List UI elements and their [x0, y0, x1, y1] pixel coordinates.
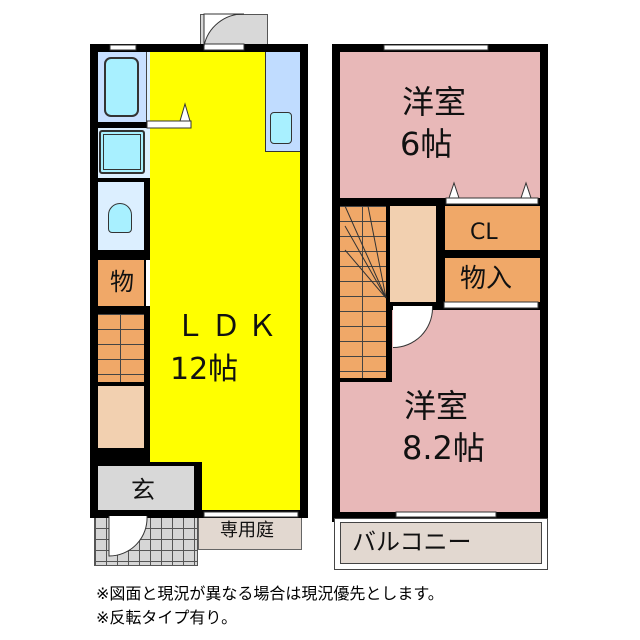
closet[interactable] [445, 206, 540, 250]
ldk-lower [202, 460, 300, 510]
staircase [98, 314, 144, 382]
balcony-label: バルコニー [352, 528, 472, 556]
entrance-label: 玄 [131, 476, 155, 504]
staircase-upper [340, 206, 386, 378]
storage-closet-label: 物入 [460, 264, 513, 294]
toilet-icon [108, 203, 132, 233]
closet-label: CL [470, 220, 498, 245]
door-swing-icon [203, 13, 245, 47]
bedroom-8-main [340, 382, 540, 512]
washing-machine-icon [99, 130, 145, 174]
bedroom-6[interactable] [340, 52, 540, 198]
note-1: ※図面と現況が異なる場合は現況優先とします。 [96, 584, 444, 603]
bedroom-6-size: 6帖 [400, 125, 453, 163]
upper-hall [390, 206, 436, 302]
garden-label: 専用庭 [220, 520, 274, 541]
entry-door-swing-icon [108, 515, 148, 557]
bedroom-8-label: 洋室 [404, 387, 469, 425]
door-stopper-icon [179, 102, 191, 122]
bedroom-6-label: 洋室 [402, 83, 467, 121]
balcony [340, 522, 542, 564]
storage-closet[interactable] [445, 258, 540, 302]
note-2: ※反転タイプ有り。 [96, 608, 238, 627]
ldk-label: ＬＤＫ [175, 309, 283, 344]
storage-label: 物 [110, 268, 134, 296]
hallway [98, 386, 144, 448]
storage-room [98, 260, 144, 306]
kitchen-sink-icon [270, 112, 292, 144]
bedroom-8-size: 8.2帖 [402, 429, 485, 467]
ldk-size: 12帖 [170, 352, 239, 387]
bathtub-icon [104, 57, 139, 117]
entrance [98, 466, 194, 510]
